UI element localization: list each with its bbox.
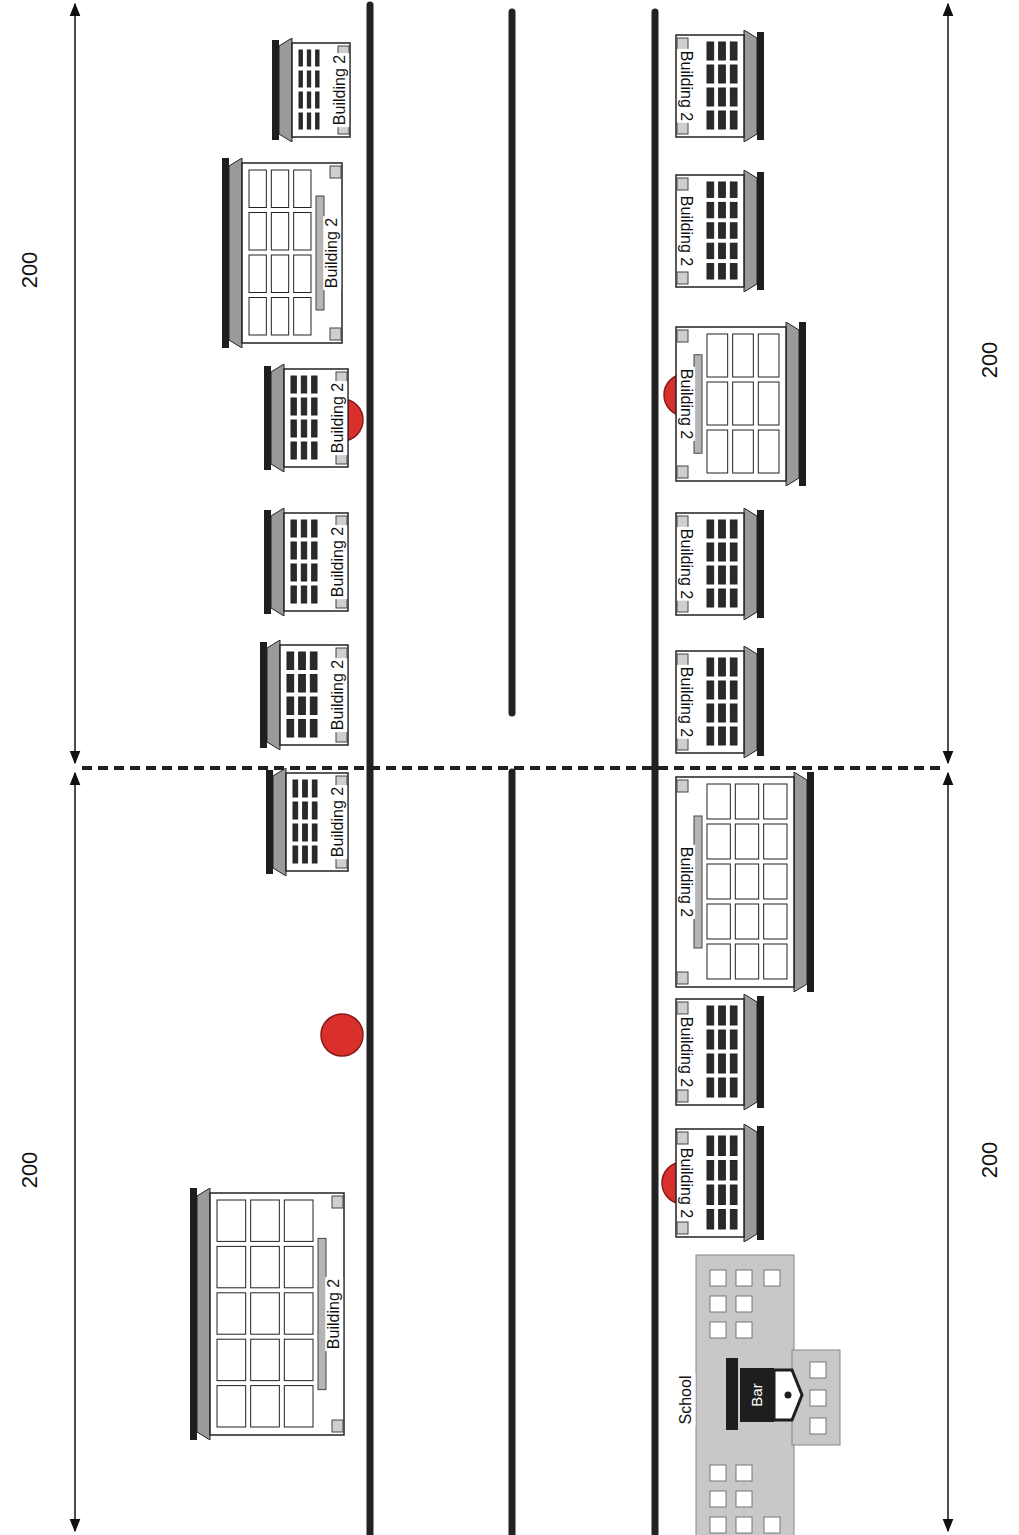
- building-label: Building 2: [677, 49, 695, 123]
- building: Building 2: [674, 1124, 764, 1242]
- road-edge: [652, 12, 659, 1535]
- dimension-line: [74, 773, 76, 1531]
- building: Building 2: [674, 508, 764, 620]
- building-label: Building 2: [677, 527, 695, 601]
- building: Building 2: [190, 1188, 346, 1440]
- dimension-line: [74, 4, 76, 763]
- building-label: Building 2: [331, 53, 349, 127]
- building-label: Building 2: [329, 658, 347, 732]
- section-line: [82, 766, 942, 770]
- dimension-line: [947, 773, 949, 1531]
- building-label: Building 2: [329, 381, 347, 455]
- sign-label: Bar: [748, 1381, 766, 1408]
- dimension-label: 200: [18, 1150, 42, 1191]
- building: Building 2: [222, 158, 344, 348]
- building-label: Building 2: [677, 665, 695, 739]
- dimension-label: 200: [18, 250, 42, 291]
- building: Building 2: [260, 640, 350, 750]
- building-label: Building 2: [677, 845, 695, 919]
- red-dot: [321, 1014, 363, 1056]
- building-label: Building 2: [677, 194, 695, 268]
- centre-line: [509, 12, 516, 713]
- building-label: Building 2: [677, 367, 695, 441]
- school-building: School Bar: [674, 1250, 844, 1535]
- building: Building 2: [272, 38, 352, 142]
- building-label: Building 2: [677, 1015, 695, 1089]
- centre-line: [509, 772, 516, 1535]
- building-label: Building 2: [325, 1277, 343, 1351]
- building: Building 2: [674, 170, 764, 292]
- building-label: Building 2: [677, 1146, 695, 1220]
- building: Building 2: [264, 508, 350, 616]
- building: Building 2: [266, 768, 350, 876]
- building: Building 2: [674, 994, 764, 1110]
- building-label: Building 2: [323, 216, 341, 290]
- building: Building 2: [674, 772, 814, 992]
- dimension-label: 200: [978, 340, 1002, 381]
- building: Building 2: [264, 364, 350, 472]
- dimension-line: [947, 4, 949, 763]
- building-label: Building 2: [329, 525, 347, 599]
- building-icon: [190, 1188, 346, 1440]
- school-label: School: [677, 1374, 695, 1427]
- building: Building 2: [674, 322, 806, 486]
- dimension-label: 200: [978, 1140, 1002, 1181]
- building: Building 2: [674, 30, 764, 142]
- building-label: Building 2: [329, 785, 347, 859]
- building: Building 2: [674, 646, 764, 758]
